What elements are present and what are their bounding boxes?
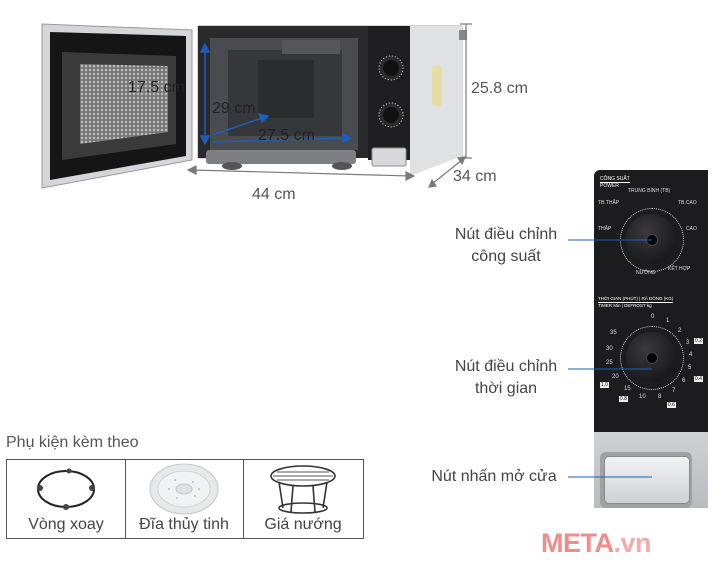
timer-number-35: 35: [610, 330, 617, 336]
timer-number-6: 6: [682, 378, 686, 384]
outer-height-label: 25.8 cm: [471, 80, 528, 97]
accessory-glass-plate: Đĩa thủy tinh: [125, 460, 244, 538]
callout-timer-knob: Nút điều chỉnh thời gian: [454, 358, 558, 397]
timer-number-0: 0: [651, 314, 655, 320]
power-knob[interactable]: [626, 214, 676, 264]
brand-watermark: META.vn: [541, 528, 652, 559]
inner-height-label: 17.5 cm: [128, 79, 185, 96]
timer-number-10: 10: [639, 394, 646, 400]
callout-lines: [568, 239, 652, 478]
outer-dimension-lines: [186, 23, 472, 188]
timer-number-25: 25: [606, 360, 613, 366]
glass-plate-icon: [149, 463, 219, 515]
timer-number-15: 15: [624, 386, 631, 392]
roller-ring-icon: [37, 468, 95, 510]
defrost-1-0: 1.0: [600, 382, 609, 388]
power-header-en: POWER: [600, 183, 619, 189]
power-label-medium: TRUNG BÌNH (TB): [628, 188, 671, 194]
accessory-grill-rack: Giá nướng: [243, 460, 363, 538]
cabinet-body: [197, 25, 467, 176]
timer-number-7: 7: [672, 388, 676, 394]
power-label-grill: NƯỚNG: [636, 270, 656, 276]
microwave-open-door-illustration: [41, 23, 472, 189]
accessory-label-roller-ring: Vòng xoay: [28, 516, 104, 533]
accessories-title: Phụ kiện kèm theo: [6, 434, 139, 451]
defrost-0-2: 0.2: [694, 338, 703, 344]
timer-number-8: 8: [658, 394, 662, 400]
defrost-0-4: 0.4: [694, 376, 703, 382]
timer-header: THỜI GIAN (PHÚT) | RÃ ĐÔNG (KG): [598, 296, 674, 303]
accessory-label-grill-rack: Giá nướng: [264, 516, 342, 533]
power-label-low: THẤP: [598, 226, 612, 232]
timer-number-30: 30: [606, 346, 613, 352]
power-label-combi: KẾT HỢP: [668, 266, 691, 272]
timer-number-4: 4: [689, 352, 693, 358]
door-open-button[interactable]: [604, 456, 690, 504]
timer-number-2: 2: [678, 328, 682, 334]
outer-width-label: 44 cm: [252, 186, 296, 203]
power-header: CÔNG SUẤT: [600, 176, 630, 183]
power-label-medium-high: TB.CAO: [678, 200, 697, 206]
outer-depth-label: 34 cm: [453, 168, 497, 185]
callout-door-button: Nút nhấn mở cửa: [431, 468, 557, 485]
timer-knob[interactable]: [626, 332, 676, 382]
power-label-medium-low: TB.THẤP: [598, 200, 620, 206]
brand-name: META: [541, 528, 614, 558]
accessories-box: Vòng xoay Đĩa thủy tinh Giá nướng: [6, 459, 364, 539]
callout-power-knob: Nút điều chỉnh công suất: [454, 226, 558, 265]
power-label-high: CAO: [686, 226, 697, 232]
inner-depth-label: 29 cm: [212, 100, 256, 117]
inner-width-label: 27.5 cm: [258, 127, 315, 144]
brand-suffix: .vn: [613, 528, 652, 558]
defrost-0-6: 0.6: [667, 402, 676, 408]
open-door: [41, 23, 193, 189]
timer-header-en: TIMER Min | DEFROST kg: [598, 303, 652, 308]
timer-number-5: 5: [688, 365, 692, 371]
control-panel-closeup: CÔNG SUẤT POWER TRUNG BÌNH (TB) TB.THẤP …: [594, 170, 708, 508]
defrost-0-8: 0.8: [619, 396, 628, 402]
accessory-label-glass-plate: Đĩa thủy tinh: [139, 516, 229, 533]
timer-number-3: 3: [686, 340, 690, 346]
timer-number-20: 20: [612, 374, 619, 380]
grill-rack-icon: [270, 465, 336, 514]
accessory-roller-ring: Vòng xoay: [7, 460, 126, 538]
timer-number-1: 1: [666, 318, 670, 324]
inner-dimension-arrows: [199, 42, 353, 146]
